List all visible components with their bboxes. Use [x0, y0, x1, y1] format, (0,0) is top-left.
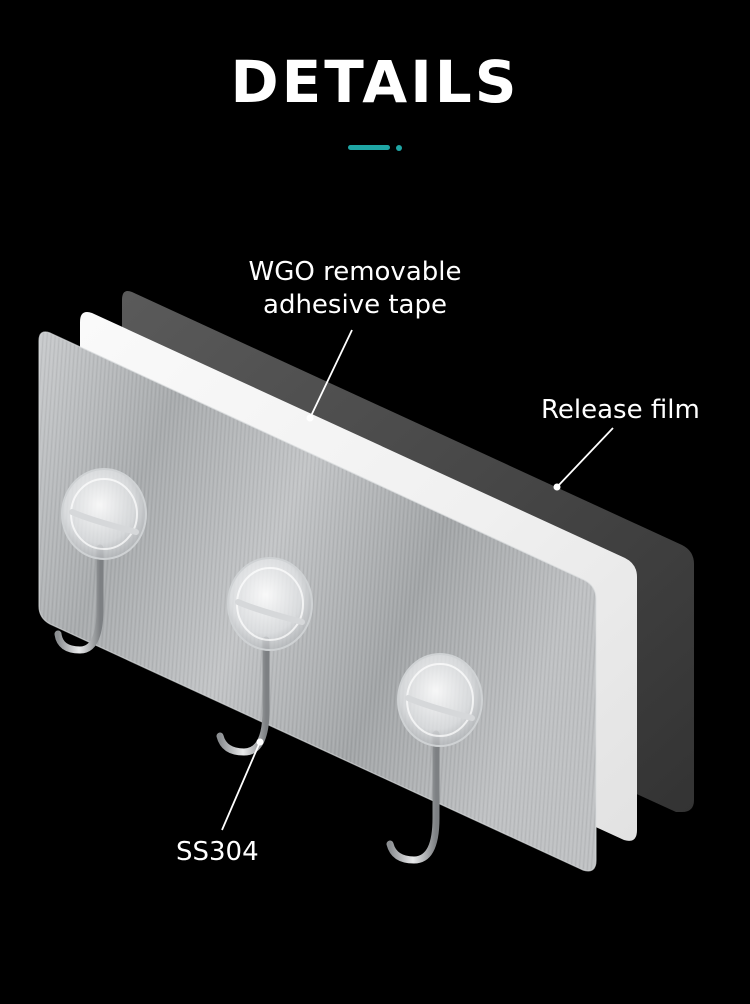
material-label: SS304 [176, 837, 259, 867]
page-title: DETAILS [230, 48, 520, 116]
leader-dot-release-film [553, 483, 561, 491]
leader-line-adhesive-tape [309, 329, 353, 419]
adhesive-tape-label-line2: adhesive tape [263, 290, 447, 320]
leader-line-release-film [556, 427, 614, 488]
title-accent-dot [396, 145, 402, 151]
hook-2 [216, 557, 313, 756]
adhesive-tape-label: WGO removable adhesive tape [200, 256, 510, 322]
leader-dot-ss304 [256, 738, 264, 746]
leader-line-ss304 [221, 741, 261, 831]
hook-1 [54, 468, 147, 654]
title-accent-bar [348, 145, 390, 150]
leader-dot-adhesive-tape [306, 414, 314, 422]
release-film-label: Release film [541, 395, 700, 425]
hook-3 [386, 653, 483, 864]
adhesive-tape-label-line1: WGO removable [248, 257, 462, 287]
